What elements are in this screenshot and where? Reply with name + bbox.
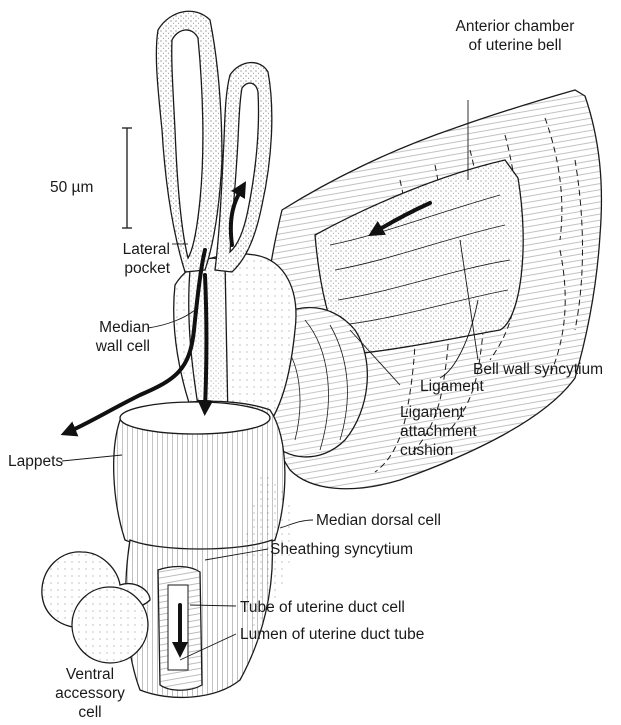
anterior-chamber-label: Anterior chamber of uterine bell bbox=[420, 17, 610, 55]
median-wall-cell-label: Median wall cell bbox=[40, 318, 150, 356]
ventral-accessory-cell-label: Ventral accessory cell bbox=[20, 665, 160, 722]
lateral-pocket-label: Lateral pocket bbox=[60, 240, 170, 278]
lateral-pockets bbox=[156, 11, 271, 272]
lappets-label: Lappets bbox=[8, 452, 63, 471]
tube-of-uterine-duct-cell-label: Tube of uterine duct cell bbox=[240, 598, 405, 617]
ligament-attachment-cushion-label: Ligament attachment cushion bbox=[400, 403, 477, 460]
scale-bar-label: 50 µm bbox=[50, 178, 93, 197]
scale-bar bbox=[122, 128, 132, 228]
lumen-of-uterine-duct-tube-label: Lumen of uterine duct tube bbox=[240, 625, 424, 644]
sheathing-syncytium-label: Sheathing syncytium bbox=[270, 540, 413, 559]
bell-wall-syncytium-label: Bell wall syncytium bbox=[473, 360, 603, 379]
ligament-label: Ligament bbox=[420, 377, 484, 396]
median-dorsal-cell-label: Median dorsal cell bbox=[316, 511, 441, 530]
